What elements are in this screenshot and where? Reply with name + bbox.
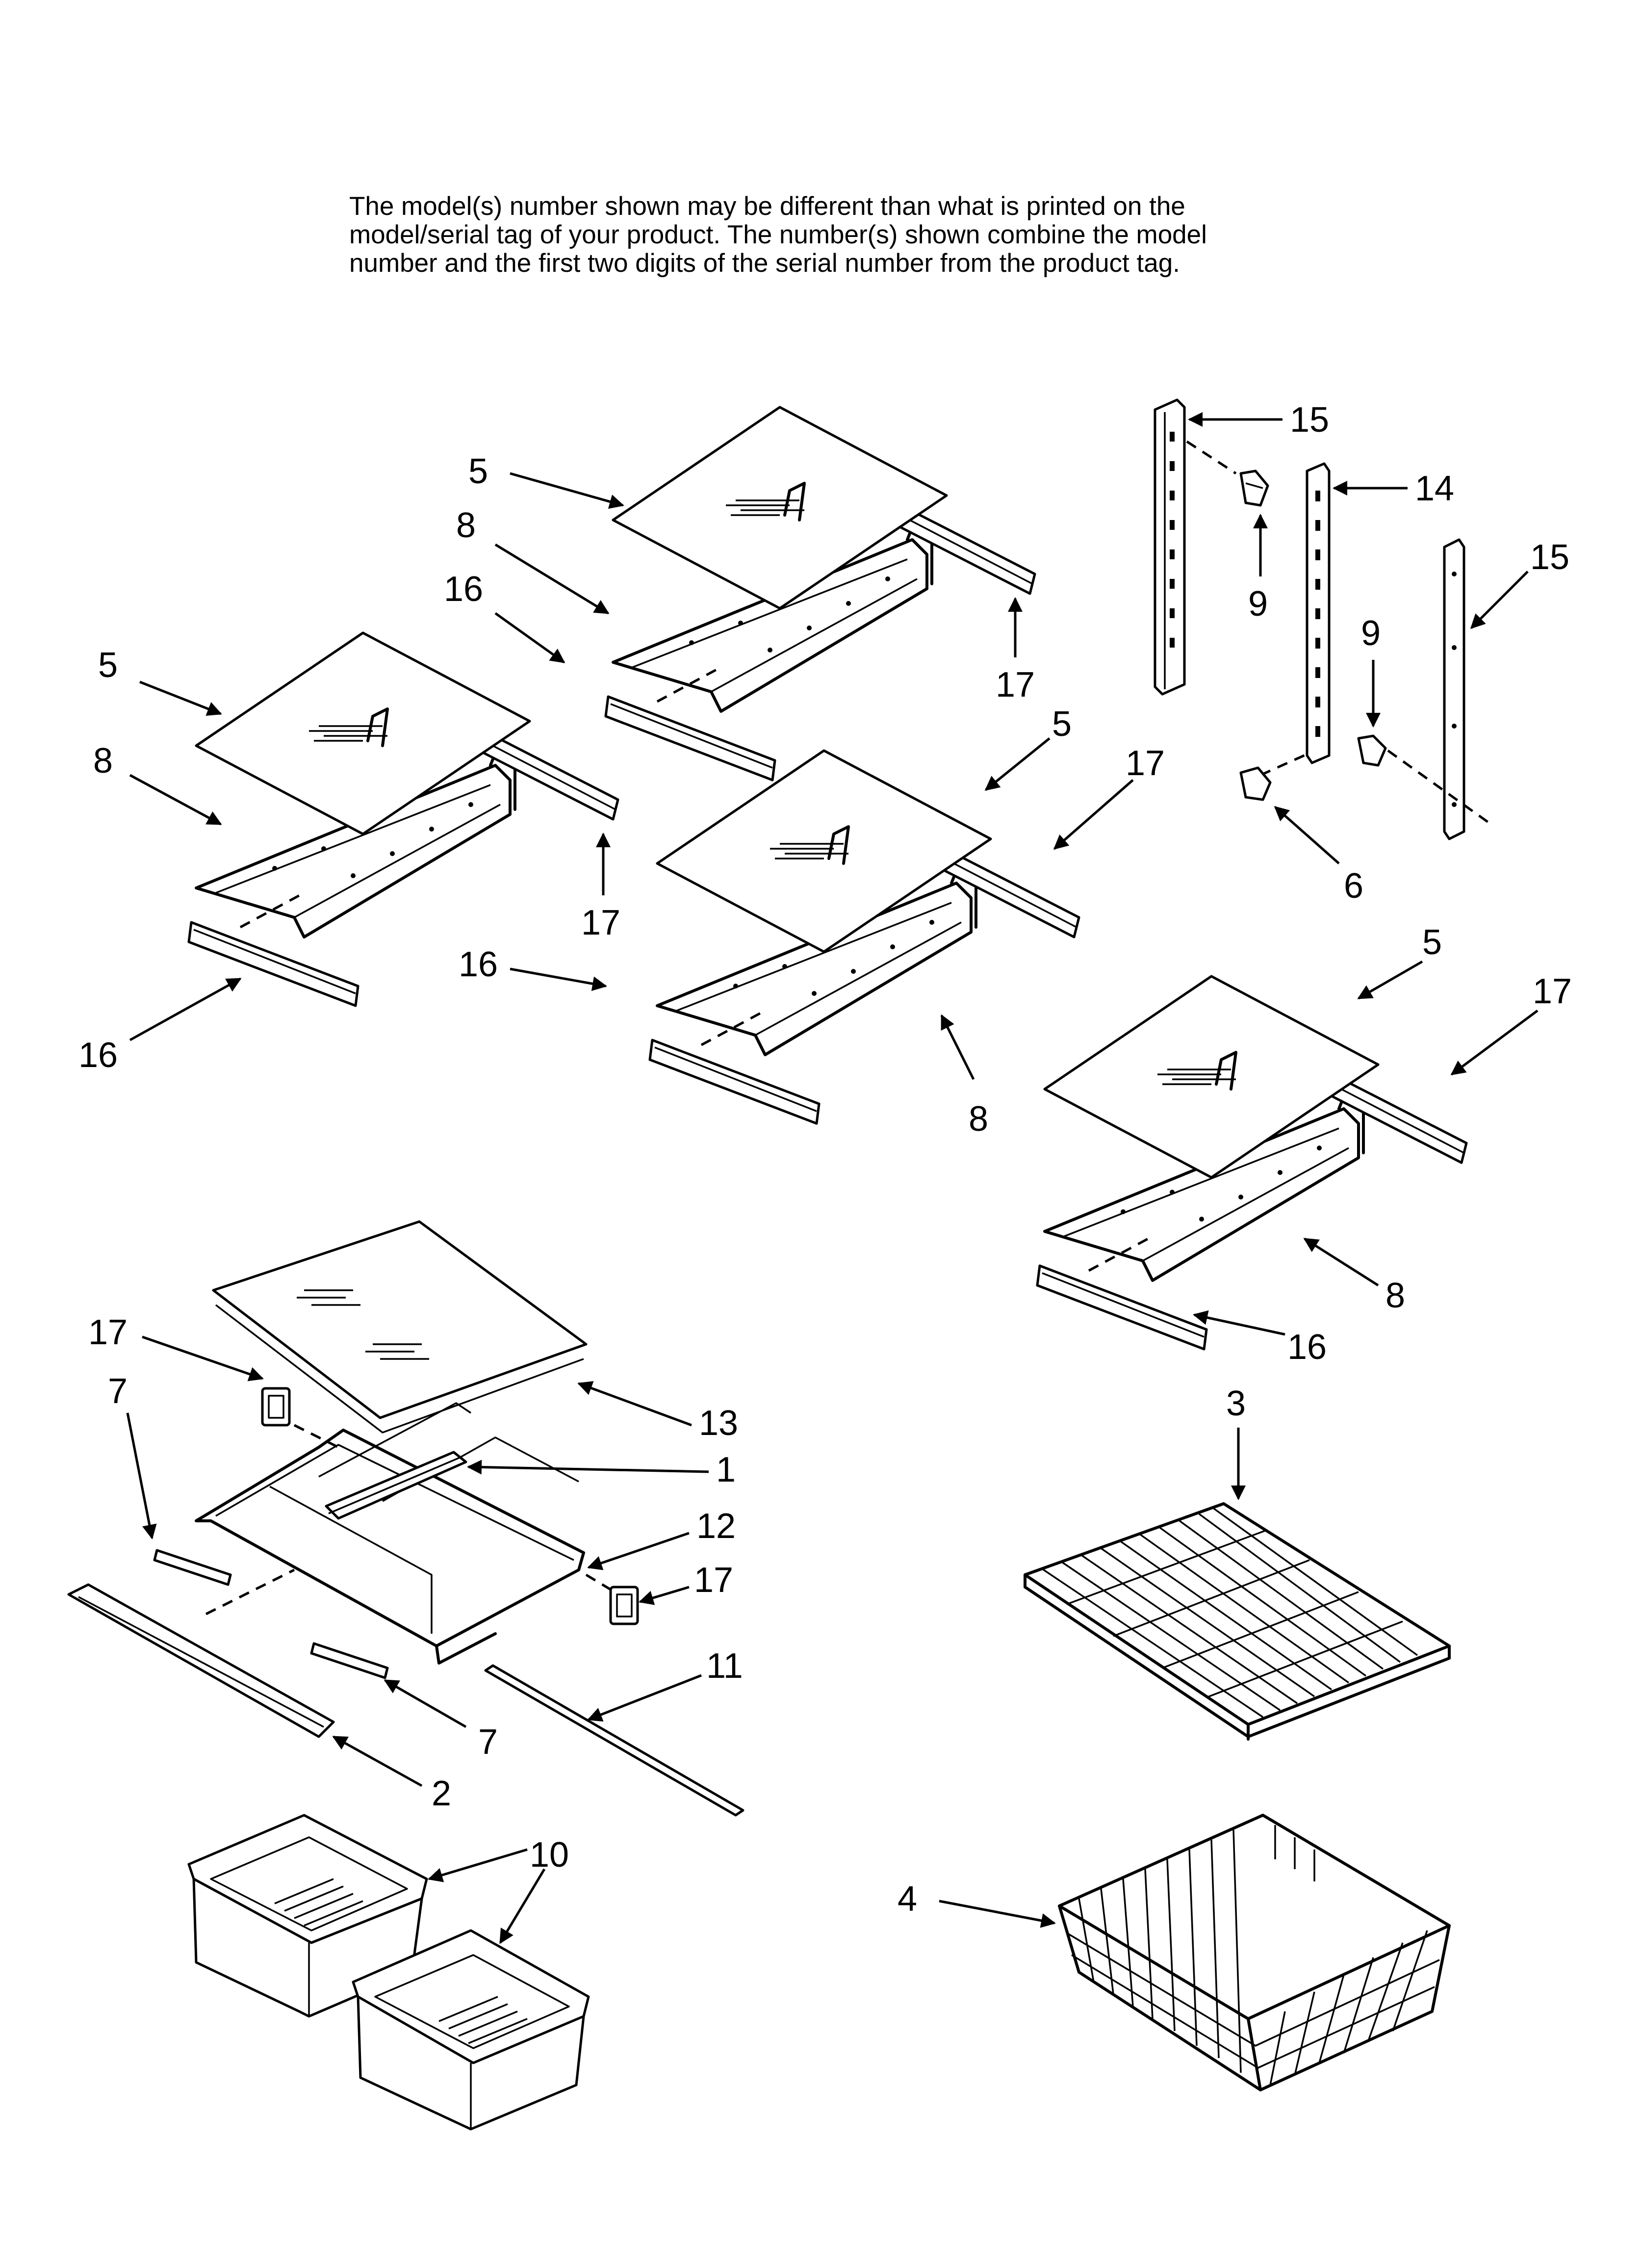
crisper-drawer-10-b — [352, 1929, 590, 2131]
callout-8-a: 8 — [456, 506, 610, 615]
svg-text:14: 14 — [1415, 469, 1454, 508]
svg-text:2: 2 — [432, 1774, 451, 1813]
callout-10: 10 — [428, 1835, 569, 1944]
callout-3: 3 — [1226, 1384, 1246, 1500]
screw-9-b — [1357, 734, 1387, 767]
crisper-cover-glass — [212, 1220, 588, 1434]
svg-text:17: 17 — [88, 1313, 128, 1352]
svg-text:5: 5 — [468, 452, 488, 491]
svg-text:8: 8 — [969, 1099, 988, 1139]
wire-basket-4 — [1058, 1814, 1451, 2091]
shelf-standard-left — [1154, 398, 1186, 696]
svg-text:5: 5 — [1422, 923, 1442, 962]
note-line-1: The model(s) number shown may be differe… — [349, 192, 1185, 221]
svg-text:17: 17 — [581, 903, 620, 942]
callout-16-a: 16 — [444, 570, 565, 664]
svg-text:7: 7 — [478, 1722, 498, 1762]
callout-5-d: 5 — [1357, 923, 1442, 1000]
svg-text:16: 16 — [78, 1036, 118, 1075]
callout-16-c: 16 — [459, 945, 607, 991]
callout-11: 11 — [587, 1646, 743, 1722]
callout-1: 1 — [467, 1450, 736, 1489]
svg-text:15: 15 — [1290, 400, 1329, 440]
svg-text:9: 9 — [1361, 614, 1381, 653]
callout-2: 2 — [332, 1735, 451, 1813]
svg-text:8: 8 — [456, 506, 476, 545]
shelf-assembly-a — [606, 407, 1035, 780]
shelf-standard-right — [1443, 538, 1465, 840]
callout-16-b: 16 — [78, 977, 242, 1075]
callout-6: 6 — [1274, 806, 1363, 906]
callout-9-a: 9 — [1248, 514, 1268, 624]
callout-4: 4 — [898, 1879, 1056, 1928]
svg-text:1: 1 — [716, 1450, 736, 1489]
callout-8-c: 8 — [940, 1014, 988, 1139]
svg-text:10: 10 — [530, 1835, 569, 1875]
svg-text:17: 17 — [1126, 744, 1165, 783]
slide-clip-17-right — [609, 1586, 639, 1625]
crisper-glide-7-b — [310, 1642, 389, 1679]
callout-5-b: 5 — [98, 646, 222, 716]
svg-text:3: 3 — [1226, 1384, 1246, 1423]
callout-13: 13 — [577, 1381, 738, 1443]
svg-text:13: 13 — [699, 1404, 738, 1443]
callout-9-b: 9 — [1361, 614, 1381, 728]
callout-15-a: 15 — [1188, 400, 1329, 440]
screw-9-a — [1239, 469, 1269, 507]
callout-17-e: 17 — [88, 1313, 264, 1382]
svg-text:6: 6 — [1344, 866, 1363, 906]
callout-17-d: 17 — [1450, 972, 1572, 1076]
callout-12: 12 — [587, 1507, 736, 1570]
crisper-divider-1 — [325, 1451, 467, 1520]
svg-text:5: 5 — [1052, 704, 1072, 744]
shelf-assembly-b — [189, 633, 618, 1006]
crisper-frame — [195, 1402, 585, 1665]
svg-text:17: 17 — [1533, 972, 1572, 1011]
callout-5-c: 5 — [984, 704, 1072, 791]
callout-16-d: 16 — [1193, 1310, 1327, 1367]
svg-text:16: 16 — [1287, 1328, 1327, 1367]
callout-17-b: 17 — [581, 833, 620, 942]
svg-text:16: 16 — [459, 945, 498, 984]
note-line-3: number and the first two digits of the s… — [349, 249, 1180, 278]
svg-text:17: 17 — [694, 1561, 733, 1600]
svg-text:15: 15 — [1530, 538, 1569, 577]
callout-8-b: 8 — [93, 741, 222, 826]
svg-text:12: 12 — [696, 1507, 736, 1546]
crisper-glide-7-a — [153, 1549, 232, 1586]
svg-text:16: 16 — [444, 570, 483, 609]
crisper-rod-11 — [484, 1664, 744, 1817]
svg-text:4: 4 — [898, 1879, 917, 1919]
callout-8-d: 8 — [1303, 1237, 1405, 1315]
svg-text:8: 8 — [1385, 1276, 1405, 1315]
callout-17-c: 17 — [1053, 744, 1165, 850]
svg-text:8: 8 — [93, 741, 113, 781]
svg-text:11: 11 — [706, 1646, 743, 1686]
callout-17-a: 17 — [996, 597, 1035, 704]
slide-clip-17-left — [261, 1387, 291, 1427]
callout-7-b: 7 — [384, 1679, 498, 1762]
crisper-front-trim-2 — [67, 1583, 335, 1738]
svg-text:17: 17 — [996, 665, 1035, 704]
callout-17-f: 17 — [639, 1561, 733, 1605]
model-number-note: The model(s) number shown may be differe… — [349, 192, 1428, 278]
svg-text:7: 7 — [108, 1372, 128, 1411]
wire-shelf-3 — [1024, 1502, 1451, 1741]
screw-6 — [1239, 766, 1272, 801]
callout-14: 14 — [1333, 469, 1454, 508]
svg-text:9: 9 — [1248, 584, 1268, 624]
note-line-2: model/serial tag of your product. The nu… — [349, 220, 1207, 249]
callout-7-a: 7 — [108, 1372, 157, 1539]
callout-15-b: 15 — [1470, 538, 1569, 629]
shelf-standard-center — [1306, 462, 1331, 764]
callout-5-a: 5 — [468, 452, 624, 509]
svg-text:5: 5 — [98, 646, 118, 685]
shelf-assembly-c — [650, 751, 1079, 1123]
